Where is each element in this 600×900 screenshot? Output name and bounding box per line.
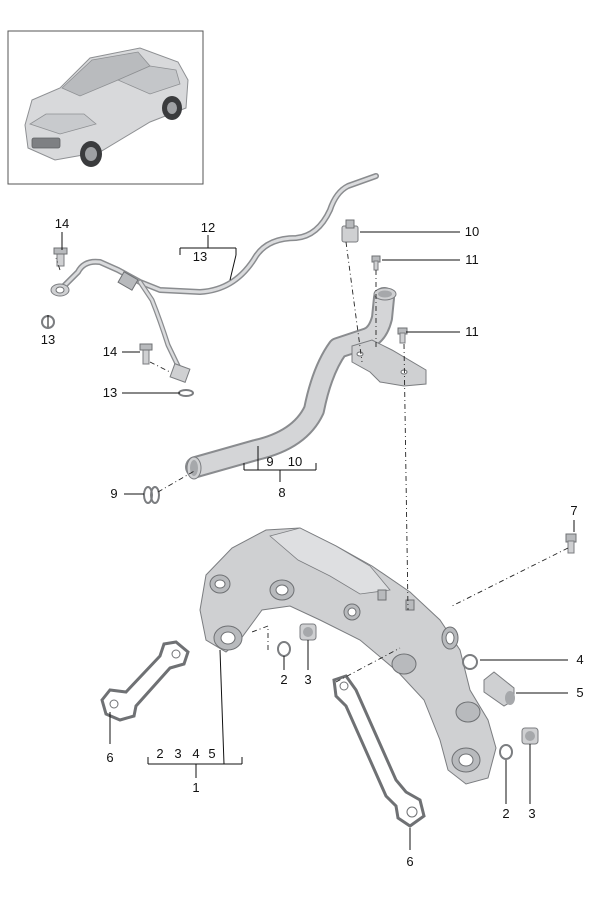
o-ring-2-right — [499, 744, 513, 760]
label-5: 5 — [576, 685, 583, 700]
label-group-1-5: 5 — [208, 746, 215, 761]
label-1: 1 — [192, 780, 199, 795]
label-7: 7 — [570, 503, 577, 518]
label-13-group: 13 — [193, 249, 207, 264]
o-ring-2-left — [277, 641, 291, 657]
callout-labels: 14 13 12 13 14 13 10 11 11 9 10 8 9 7 4 … — [41, 216, 584, 869]
label-2-right: 2 — [502, 806, 509, 821]
bleed-line-assembly — [50, 173, 379, 383]
label-2-left: 2 — [280, 672, 287, 687]
label-10: 10 — [465, 224, 479, 239]
coolant-pipe-8 — [185, 287, 427, 480]
label-group-1-2: 2 — [156, 746, 163, 761]
leader-lines — [47, 231, 575, 850]
gasket-6-left — [100, 640, 190, 722]
label-group-1-4: 4 — [192, 746, 199, 761]
label-4: 4 — [576, 652, 583, 667]
bolt-14-lower — [139, 343, 153, 365]
label-3-left: 3 — [304, 672, 311, 687]
label-12: 12 — [201, 220, 215, 235]
label-8: 8 — [278, 485, 285, 500]
sensor-10 — [341, 219, 359, 243]
label-13-upper: 13 — [41, 332, 55, 347]
label-14-lower: 14 — [103, 344, 117, 359]
o-ring-4 — [462, 654, 478, 670]
fitting-5 — [483, 671, 515, 707]
bolt-11-lower — [397, 327, 408, 344]
label-group-8-9: 9 — [266, 454, 273, 469]
label-9: 9 — [110, 486, 117, 501]
o-ring-9 — [143, 486, 160, 504]
label-11-lower: 11 — [465, 324, 479, 339]
label-group-1-3: 3 — [174, 746, 181, 761]
label-6-right: 6 — [406, 854, 413, 869]
gasket-6-right — [332, 674, 426, 828]
label-14-upper: 14 — [55, 216, 69, 231]
water-manifold-1 — [199, 527, 497, 785]
label-13-lower: 13 — [103, 385, 117, 400]
vehicle-thumbnail — [7, 30, 204, 185]
label-3-right: 3 — [528, 806, 535, 821]
plug-3-left — [299, 623, 317, 641]
label-6-left: 6 — [106, 750, 113, 765]
o-ring-13-lower — [178, 389, 194, 397]
label-group-8-10: 10 — [288, 454, 302, 469]
plug-3-right — [521, 727, 539, 745]
stud-7 — [565, 533, 577, 554]
bolt-14-upper — [53, 247, 68, 267]
installation-lines — [55, 241, 569, 683]
label-11-upper: 11 — [465, 252, 479, 267]
bolt-11-upper — [371, 255, 381, 271]
